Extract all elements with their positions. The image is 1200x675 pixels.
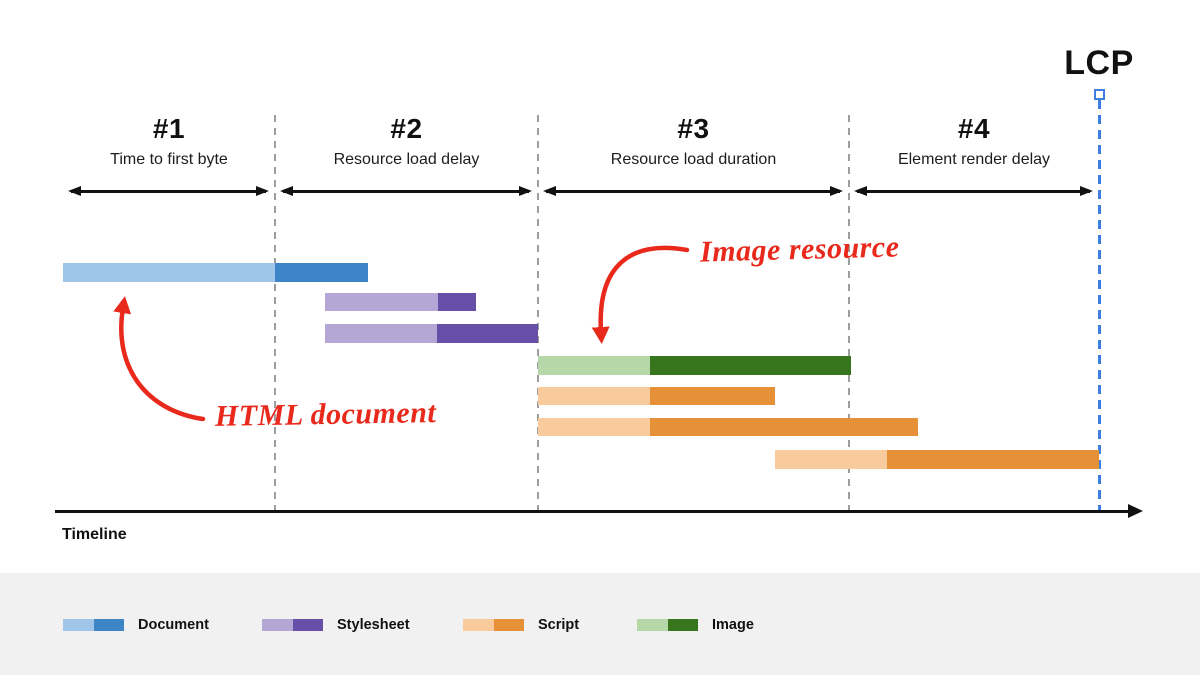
arrow-right-icon bbox=[519, 186, 532, 196]
bar-stylesheet-2 bbox=[0, 293, 1200, 311]
lcp-marker-icon bbox=[1094, 89, 1105, 100]
bar-document-1 bbox=[0, 263, 1200, 282]
phase-4-range-arrow bbox=[854, 186, 1093, 197]
phase-1-header: #1 Time to first byte bbox=[63, 112, 275, 200]
lcp-dashed-line bbox=[1097, 100, 1101, 511]
bar-segment-dark bbox=[275, 263, 368, 282]
phase-2-number: #2 bbox=[390, 113, 423, 144]
arrow-line bbox=[857, 190, 1090, 193]
legend-label-stylesheet: Stylesheet bbox=[337, 617, 410, 633]
phase-4-label: Element render delay bbox=[897, 151, 1051, 168]
legend-label-script: Script bbox=[538, 617, 580, 633]
bar-segment-light bbox=[63, 263, 275, 282]
phase-divider-3 bbox=[848, 115, 850, 511]
phase-3-number: #3 bbox=[677, 113, 710, 144]
timeline-axis bbox=[55, 510, 1132, 513]
html-document-annotation: HTML document bbox=[214, 396, 437, 433]
phase-1-range-arrow bbox=[68, 186, 269, 197]
script-swatch-icon bbox=[463, 619, 524, 631]
image-resource-annotation: Image resource bbox=[699, 230, 900, 269]
bar-segment-light bbox=[538, 356, 650, 375]
bar-segment-light bbox=[538, 387, 650, 405]
legend-label-document: Document bbox=[138, 617, 209, 633]
bar-segment-dark bbox=[437, 324, 538, 343]
arrow-line bbox=[71, 190, 266, 193]
phase-2-label: Resource load delay bbox=[333, 151, 480, 168]
document-swatch-icon bbox=[63, 619, 124, 631]
bar-segment-light bbox=[325, 293, 438, 311]
bar-segment-light bbox=[325, 324, 437, 343]
bar-segment-light bbox=[538, 418, 650, 436]
timeline-axis-arrow-icon bbox=[1128, 504, 1143, 518]
legend-label-image: Image bbox=[712, 617, 754, 633]
bar-segment-dark bbox=[438, 293, 476, 311]
legend-item-stylesheet: Stylesheet bbox=[262, 612, 410, 638]
lcp-label: LCP bbox=[1064, 44, 1134, 82]
bar-segment-dark bbox=[887, 450, 1099, 469]
phase-divider-1 bbox=[274, 115, 276, 511]
stylesheet-swatch-icon bbox=[262, 619, 323, 631]
bar-image-4 bbox=[0, 356, 1200, 375]
arrow-right-icon bbox=[1080, 186, 1093, 196]
image-swatch-icon bbox=[637, 619, 698, 631]
bar-segment-dark bbox=[650, 387, 775, 405]
bar-script-7 bbox=[0, 450, 1200, 469]
phase-4-number: #4 bbox=[957, 113, 991, 144]
bar-script-5 bbox=[0, 387, 1200, 405]
legend-strip: Document Stylesheet Script Image bbox=[0, 573, 1200, 675]
arrow-line bbox=[546, 190, 840, 193]
phase-1-label: Time to first byte bbox=[110, 151, 228, 168]
phase-2-header: #2 Resource load delay bbox=[275, 112, 538, 200]
phase-1-number: #1 bbox=[152, 113, 186, 144]
arrow-right-icon bbox=[256, 186, 269, 196]
arrow-right-icon bbox=[830, 186, 843, 196]
bar-segment-dark bbox=[650, 418, 918, 436]
legend-item-image: Image bbox=[637, 612, 754, 638]
bar-segment-light bbox=[775, 450, 887, 469]
bar-stylesheet-3 bbox=[0, 324, 1200, 343]
bar-script-6 bbox=[0, 418, 1200, 436]
phase-2-range-arrow bbox=[280, 186, 532, 197]
arrow-line bbox=[283, 190, 529, 193]
phase-3-label: Resource load duration bbox=[610, 151, 777, 168]
bar-segment-dark bbox=[650, 356, 851, 375]
phase-divider-2 bbox=[537, 115, 539, 511]
phase-3-header: #3 Resource load duration bbox=[538, 112, 849, 200]
legend-item-document: Document bbox=[63, 612, 209, 638]
timeline-label: Timeline bbox=[62, 526, 127, 543]
phase-4-header: #4 Element render delay bbox=[849, 112, 1099, 200]
phase-3-range-arrow bbox=[543, 186, 843, 197]
legend-item-script: Script bbox=[463, 612, 579, 638]
